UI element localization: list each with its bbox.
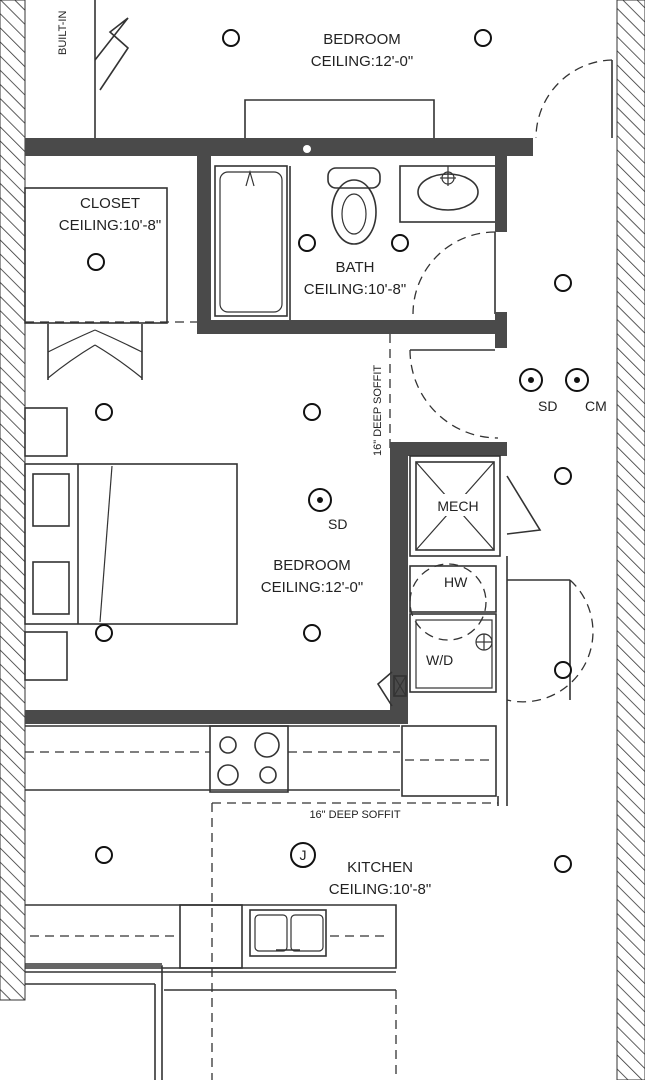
- bed-sheet-fold: [99, 465, 113, 623]
- soffit-vertical-label: 16" DEEP SOFFIT: [372, 365, 384, 456]
- lower-cab-left: [25, 965, 163, 1080]
- kitchen-ceiling: CEILING:10'-8": [329, 881, 431, 898]
- toilet-bowl: [331, 179, 377, 245]
- wd-inner: [415, 619, 493, 689]
- wall-bath-bottom: [197, 320, 507, 334]
- hall-door-swing: [409, 349, 499, 439]
- range: [209, 725, 289, 793]
- ceiling-light-icon: [303, 403, 321, 421]
- fridge: [401, 725, 497, 797]
- door-swing-top: [535, 59, 613, 139]
- ceiling-light-icon: [303, 624, 321, 642]
- kitchen-name: KITCHEN: [347, 859, 413, 876]
- closet-shelf: [24, 187, 168, 324]
- wall-closet-right: [197, 156, 211, 332]
- bath-name: BATH: [336, 259, 375, 276]
- wall-bath-right-top: [495, 156, 507, 232]
- co-monitor-hall: [565, 368, 589, 392]
- exterior-wall-right: [616, 0, 645, 1080]
- mech-unit: [415, 461, 495, 551]
- bedroom-top-name: BEDROOM: [323, 31, 401, 48]
- sd-bedroom-label: SD: [328, 516, 347, 532]
- corner-door-flap: [376, 671, 393, 707]
- bed: [24, 463, 238, 625]
- smoke-detector-hall: [519, 368, 543, 392]
- cm-hall-label: CM: [585, 398, 607, 414]
- toilet-tank: [327, 167, 381, 189]
- bedroom-main-ceiling: CEILING:12'-0": [261, 579, 363, 596]
- built-in-zigzag: [94, 17, 130, 91]
- pillow-1: [32, 473, 70, 527]
- closet-ceiling: CEILING:10'-8": [59, 217, 161, 234]
- soffit-horizontal-label: 16" DEEP SOFFIT: [309, 809, 400, 821]
- closet-door-swing-l: [47, 329, 96, 379]
- bath-door-swing: [412, 231, 496, 315]
- tub-spout: [245, 169, 255, 187]
- ceiling-light-icon: [554, 855, 572, 873]
- wd-label: W/D: [426, 652, 453, 668]
- kitchen-sink-basin-1: [254, 914, 288, 952]
- toilet-seat: [341, 193, 367, 235]
- burner-1: [219, 736, 237, 754]
- ceiling-light-icon: [391, 234, 409, 252]
- wd-frame: [409, 613, 497, 693]
- exterior-wall-left: [0, 0, 26, 1001]
- closet-name: CLOSET: [80, 195, 140, 212]
- burner-2: [254, 732, 280, 758]
- bedroom-top-ceiling: CEILING:12'-0": [311, 53, 413, 70]
- pillow-2: [32, 561, 70, 615]
- svg-text:J: J: [300, 847, 307, 863]
- nightstand-top: [24, 407, 68, 457]
- hw-frame: [409, 565, 497, 613]
- closet-door-swing-r: [94, 329, 143, 379]
- island-sink-cab: [179, 904, 243, 969]
- ceiling-light-icon: [554, 274, 572, 292]
- mech-label: MECH: [437, 498, 478, 514]
- mech-door: [506, 475, 542, 535]
- junction-box: J: [290, 842, 316, 868]
- ceiling-light-icon: [298, 234, 316, 252]
- bath-ceiling: CEILING:10'-8": [304, 281, 406, 298]
- kitchen-sink-basin-2: [290, 914, 324, 952]
- ceiling-light-icon: [474, 29, 492, 47]
- ceiling-light-icon: [554, 467, 572, 485]
- ceiling-light-icon: [87, 253, 105, 271]
- wall-bath-right-stub: [495, 312, 507, 348]
- nightstand-bottom: [24, 631, 68, 681]
- hw-label: HW: [444, 574, 468, 590]
- ceiling-light-icon: [95, 624, 113, 642]
- ceiling-light-icon: [95, 403, 113, 421]
- burner-4: [259, 766, 277, 784]
- wall-mech-left: [390, 442, 408, 724]
- bedroom-main-name: BEDROOM: [273, 557, 351, 574]
- water-heater: [409, 563, 487, 641]
- sd-hall-label: SD: [538, 398, 557, 414]
- ceiling-light-icon: [95, 846, 113, 864]
- wall-mech-top: [390, 442, 507, 456]
- mech-frame: [409, 455, 501, 557]
- built-in-label: BUILT-IN: [57, 11, 69, 55]
- ceiling-light-icon: [222, 29, 240, 47]
- smoke-detector-bedroom: [308, 488, 332, 512]
- laundry-door-swing: [506, 579, 594, 703]
- wall-top: [25, 138, 533, 156]
- bathtub: [214, 165, 288, 317]
- wall-dot: [303, 145, 311, 153]
- wall-bedroom-bottom: [25, 710, 408, 724]
- ceiling-light-icon: [554, 661, 572, 679]
- corner-valve-box: [393, 675, 407, 697]
- bed-top-outline: [244, 99, 435, 138]
- burner-3: [217, 764, 239, 786]
- bathtub-inner: [219, 171, 283, 313]
- kitchen-sink: [249, 909, 327, 957]
